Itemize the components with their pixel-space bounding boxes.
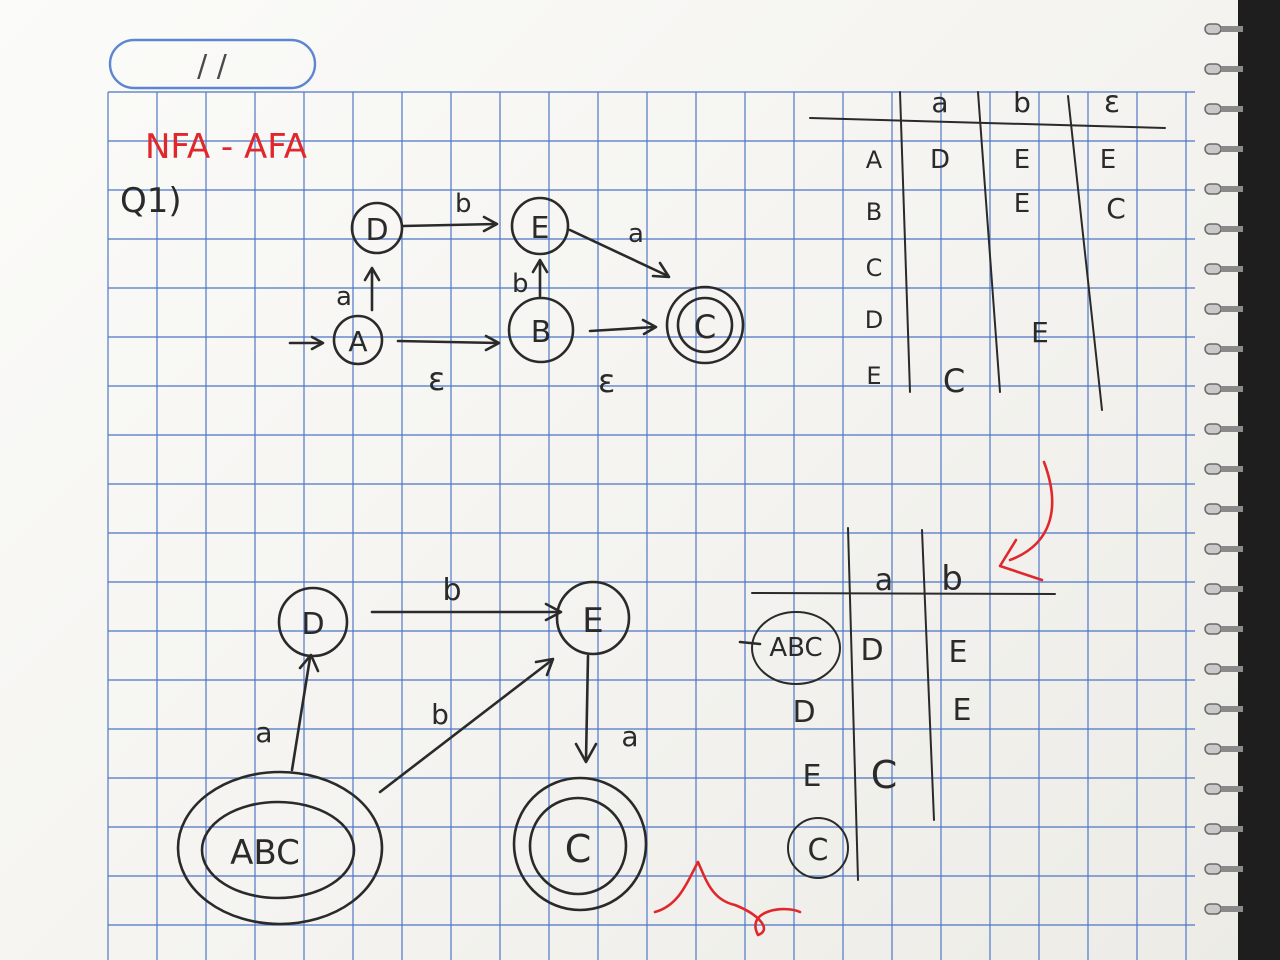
- nfa-state-e: E: [510, 196, 570, 256]
- svg-text:D: D: [301, 607, 324, 642]
- nfa-table-header-a: a: [931, 86, 948, 119]
- svg-text:B: B: [531, 315, 552, 350]
- nfa-edge-label-e-c: a: [628, 219, 644, 249]
- dfa-table-row-d: D: [792, 695, 815, 730]
- dfa-table-cell: E: [953, 693, 972, 728]
- conversion-arrow: [998, 460, 1054, 582]
- dfa-edge-abc-d: a: [255, 653, 320, 772]
- nfa-edge-label-a-d: a: [336, 282, 352, 312]
- dfa-table-row-abc: ABC: [769, 633, 822, 663]
- dfa-transition-table: a b ABC D E D E E C C: [738, 527, 1056, 881]
- date-box: [108, 38, 317, 90]
- nfa-table-row-c: C: [866, 254, 883, 282]
- dfa-edge-label-abc-e: b: [431, 698, 449, 731]
- question-label: Q1): [120, 181, 182, 221]
- dfa-table-row-e: E: [803, 759, 822, 794]
- nfa-edge-b-c: ε: [588, 318, 658, 400]
- nfa-state-a: A: [332, 314, 384, 366]
- nfa-table-cell: E: [1031, 316, 1049, 349]
- nfa-table-row-a: A: [866, 146, 883, 174]
- nfa-edge-label-b-e: b: [512, 269, 529, 299]
- nfa-edge-b-e: b: [512, 258, 549, 299]
- dfa-state-e: E: [555, 580, 631, 656]
- nfa-start-arrow: [288, 335, 325, 351]
- nfa-diagram: b a a b ε ε D E: [288, 189, 745, 400]
- svg-text:ABC: ABC: [230, 833, 300, 873]
- dfa-table-header-b: b: [941, 559, 963, 599]
- dfa-diagram: b a b a D E ABC C: [176, 573, 648, 926]
- dfa-edge-label-abc-d: a: [255, 716, 272, 749]
- dfa-state-d: D: [277, 586, 349, 658]
- nfa-table-cell: C: [1106, 192, 1126, 225]
- dfa-table-cell: E: [949, 635, 968, 670]
- svg-text:D: D: [365, 213, 388, 248]
- svg-text:A: A: [348, 325, 367, 358]
- nfa-table-cell: E: [1100, 145, 1116, 175]
- nfa-table-header-b: b: [1013, 86, 1031, 119]
- dfa-table-cell: C: [871, 753, 898, 797]
- nfa-table-cell: E: [1014, 189, 1030, 219]
- svg-text:C: C: [565, 827, 592, 871]
- dfa-edge-abc-e: b: [378, 657, 555, 794]
- nfa-edge-label-a-b: ε: [428, 360, 445, 398]
- dfa-table-header-a: a: [875, 563, 893, 598]
- nfa-edge-a-d: a: [336, 266, 381, 312]
- nfa-table-row-b: B: [866, 198, 882, 226]
- nfa-edge-a-b: ε: [396, 334, 501, 398]
- dfa-edge-d-e: b: [370, 573, 563, 622]
- nfa-edge-label-b-c: ε: [598, 362, 615, 400]
- nfa-transition-table: a b ε A D E E B E C C D E E C: [809, 85, 1166, 411]
- nfa-edge-d-e: b: [401, 189, 499, 233]
- dfa-edge-e-c: a: [574, 654, 639, 764]
- nfa-state-b: B: [507, 296, 575, 364]
- page-title: NFA - AFA: [145, 127, 307, 167]
- dfa-state-abc: ABC: [176, 770, 384, 926]
- red-scribble: [653, 860, 802, 937]
- nfa-table-row-e: E: [866, 362, 881, 390]
- nfa-state-c: C: [665, 285, 745, 365]
- nfa-edge-e-c: a: [568, 219, 671, 279]
- nfa-table-cell: E: [1014, 145, 1030, 175]
- svg-text:C: C: [694, 308, 716, 346]
- nfa-table-row-d: D: [865, 306, 883, 334]
- grid-paper: [107, 91, 1195, 960]
- nfa-state-d: D: [350, 201, 404, 255]
- dfa-edge-label-d-e: b: [442, 573, 461, 608]
- dfa-state-c: C: [512, 776, 648, 912]
- date-box-text: / /: [197, 49, 228, 84]
- nfa-table-cell: C: [943, 362, 965, 400]
- nfa-table-cell: D: [930, 145, 950, 175]
- svg-text:E: E: [582, 601, 603, 641]
- dfa-table-row-c: C: [808, 833, 829, 868]
- svg-text:E: E: [531, 211, 550, 246]
- nfa-table-header-epsilon: ε: [1104, 85, 1120, 120]
- nfa-edge-label-d-e: b: [455, 189, 472, 219]
- dfa-table-cell: D: [860, 633, 883, 668]
- spiral-binding: [1204, 0, 1280, 960]
- dfa-edge-label-e-c: a: [621, 720, 638, 753]
